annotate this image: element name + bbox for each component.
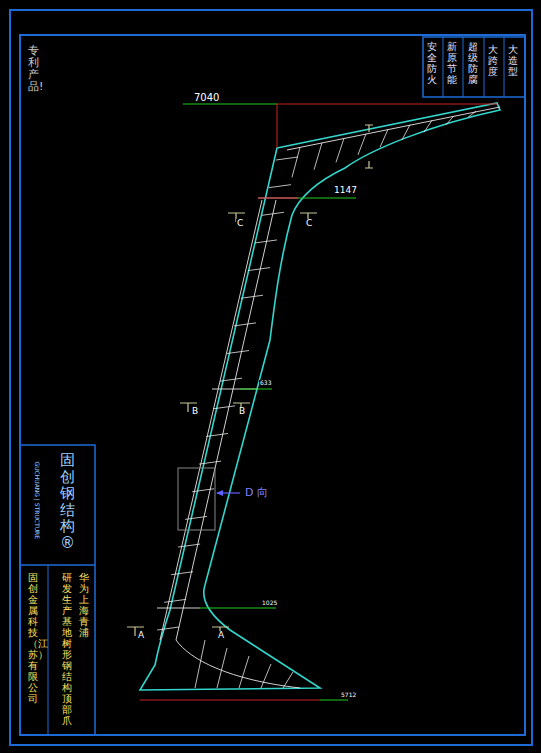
project-name: 华为上海青浦 — [79, 572, 89, 638]
dimension: 5712 — [340, 692, 357, 699]
title-divider — [48, 565, 49, 735]
slogan-dividers — [443, 37, 504, 97]
dimension: 633 — [259, 380, 272, 387]
section-marks — [127, 125, 373, 636]
title-divider — [20, 564, 95, 566]
section-letter: C — [305, 219, 313, 229]
inner-plates — [157, 107, 500, 688]
logo: 固创钢结构® — [60, 452, 75, 551]
company-name: 固创金属科技（江苏）有限公司 — [28, 572, 38, 704]
steel-outline — [140, 103, 500, 690]
section-letter: A — [217, 631, 225, 641]
slogan: 超级防腐 — [468, 41, 478, 85]
dimension: 1147 — [333, 186, 358, 196]
slogan: 新原节能 — [447, 41, 457, 85]
stiffener-hatch — [157, 111, 476, 688]
patent-note: 专利产品! — [28, 45, 39, 93]
view-label: D 向 — [244, 487, 269, 499]
slogan: 安全防火 — [427, 41, 437, 85]
section-letter: B — [238, 407, 246, 417]
slogan-box — [423, 37, 525, 97]
outer-frame — [10, 10, 532, 745]
logo-english: GUCHUANG | STRUCTURE — [34, 460, 41, 539]
slogan: 大造型 — [508, 44, 518, 77]
dimension-lines — [140, 104, 497, 700]
view-box — [178, 468, 215, 530]
section-letter: B — [191, 407, 199, 417]
dimension: 7040 — [193, 92, 220, 103]
title-block — [20, 445, 95, 735]
section-letter: C — [236, 219, 244, 229]
inner-frame — [20, 35, 525, 735]
project-name: 研发生产基地树形钢结构顶部爪 — [62, 572, 72, 726]
view-arrowhead — [216, 490, 223, 496]
dimension: 1025 — [261, 600, 278, 607]
section-letter: A — [137, 631, 145, 641]
slogan: 大跨度 — [488, 44, 498, 77]
